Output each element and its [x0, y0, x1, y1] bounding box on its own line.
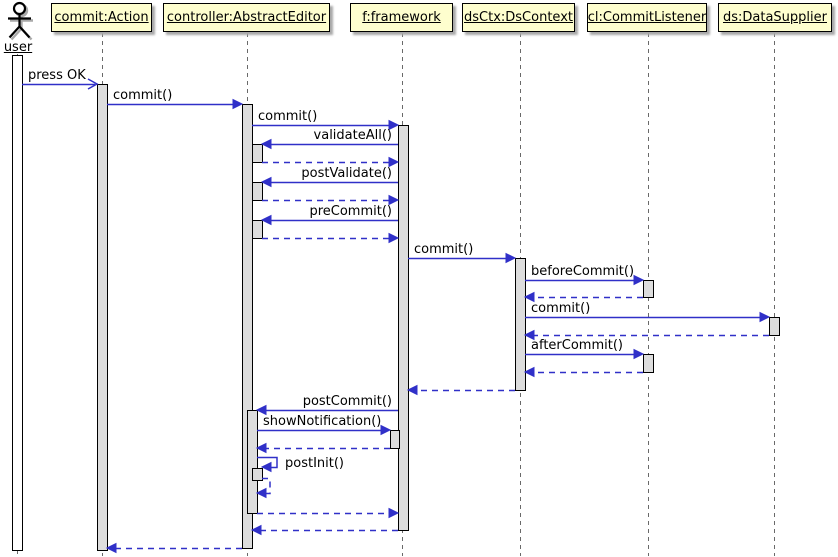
activation-user — [12, 55, 23, 551]
user-actor-icon — [8, 1, 33, 41]
activation-framework-main — [398, 125, 409, 531]
arrowhead — [260, 176, 272, 188]
arrowhead — [388, 156, 400, 168]
message-label: validateAll() — [314, 128, 392, 143]
arrowhead — [523, 329, 535, 341]
participant-commit: commit:Action — [51, 3, 152, 32]
arrowhead — [505, 252, 517, 264]
activation-controller-postvalidate — [252, 182, 263, 201]
participant-cl: cl:CommitListener — [587, 3, 707, 32]
arrowhead — [388, 232, 400, 244]
participant-ds: ds:DataSupplier — [718, 3, 832, 32]
message-label: postCommit() — [303, 394, 392, 409]
arrowhead — [388, 194, 400, 206]
activation-controller-postcommit — [247, 410, 258, 514]
arrowhead — [255, 404, 267, 416]
message-label: press OK — [28, 68, 86, 83]
arrowhead — [260, 461, 272, 473]
actor-label: user — [3, 40, 33, 55]
message-label: commit() — [258, 109, 317, 124]
participant-f: f:framework — [350, 3, 453, 32]
message-label: showNotification() — [263, 414, 381, 429]
message-label: preCommit() — [309, 204, 392, 219]
arrowhead-open — [87, 78, 99, 90]
arrowhead — [759, 311, 771, 323]
arrowhead — [260, 214, 272, 226]
arrowhead — [406, 384, 418, 396]
activation-dsctx-main — [515, 258, 526, 391]
message-label: afterCommit() — [531, 338, 623, 353]
arrowhead — [232, 98, 244, 110]
activation-controller-postinit — [252, 468, 263, 481]
activation-commit-action — [97, 84, 108, 551]
activation-controller-validateall — [252, 144, 263, 163]
message-label: postValidate() — [301, 166, 392, 181]
activation-supplier-commit — [769, 317, 780, 336]
self-message-line — [259, 477, 271, 495]
arrowhead — [255, 487, 267, 499]
arrowhead — [633, 274, 645, 286]
arrowhead — [260, 138, 272, 150]
arrowhead — [523, 291, 535, 303]
activation-controller-precommit — [252, 220, 263, 239]
message-label: commit() — [414, 242, 473, 257]
arrowhead — [388, 507, 400, 519]
arrowhead — [388, 119, 400, 131]
message-label: commit() — [113, 88, 172, 103]
arrowhead — [380, 424, 392, 436]
activation-listener-aftercommit — [643, 354, 654, 373]
activation-listener-beforecommit — [643, 280, 654, 298]
activation-framework-shownotif — [390, 430, 400, 449]
arrowhead — [633, 348, 645, 360]
arrowhead — [105, 542, 117, 554]
message-label: commit() — [531, 301, 590, 316]
message-label: beforeCommit() — [531, 264, 634, 279]
arrowhead — [250, 524, 262, 536]
message-label: postInit() — [285, 456, 344, 471]
participant-dsCtx: dsCtx:DsContext — [462, 3, 575, 32]
activation-controller-main — [242, 104, 253, 549]
arrowhead — [523, 366, 535, 378]
arrowhead — [255, 442, 267, 454]
participant-controller: controller:AbstractEditor — [163, 3, 330, 32]
